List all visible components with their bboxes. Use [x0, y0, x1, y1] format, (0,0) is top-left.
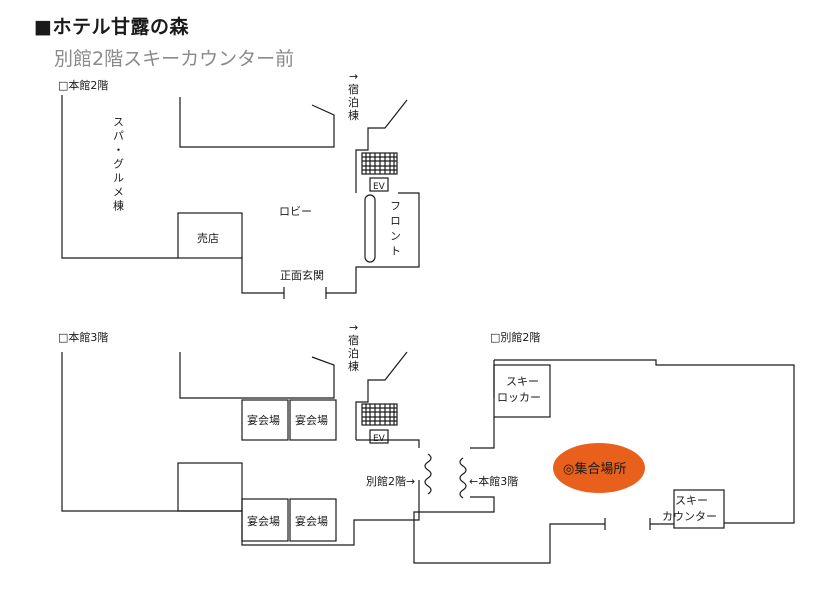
main2-floor-label: □本館2階 [58, 78, 108, 92]
ski-counter-label: スキー [675, 494, 708, 507]
banquet-hall-label: 宴会場 [247, 413, 280, 427]
main3-floor-label: □本館3階 [58, 330, 108, 344]
elevator-label-3f: EV [373, 434, 386, 444]
shop-label: 売店 [197, 231, 219, 245]
annex2-walls [413, 359, 795, 564]
main3-walls [61, 351, 432, 546]
to-annex-label: 別館2階→ [366, 474, 415, 488]
page-subtitle: 別館2階スキーカウンター前 [54, 48, 295, 70]
to-lodging-label: ↑宿泊棟 [347, 72, 360, 122]
ski-counter-label: カウンター [662, 510, 717, 523]
ski-locker-label: スキー [506, 375, 539, 388]
to-main-label: ←本館3階 [469, 474, 518, 488]
ski-locker-label: ロッカー [497, 391, 541, 404]
to-lodging-label-3f: ↑宿泊棟 [347, 323, 360, 373]
meeting-point-label: ◎集合場所 [563, 461, 626, 477]
page-title: ■ホテル甘露の森 [34, 16, 189, 38]
lobby-label: ロビー [279, 205, 312, 218]
banquet-hall-label: 宴会場 [295, 413, 328, 427]
main-entrance-label: 正面玄関 [280, 268, 324, 282]
spa-gourmet-label: スパ・グルメ棟 [112, 116, 125, 214]
main2-walls [61, 95, 420, 299]
banquet-hall-label: 宴会場 [247, 514, 280, 528]
front-desk-label: フロント [389, 200, 402, 260]
banquet-hall-label: 宴会場 [295, 514, 328, 528]
meeting-point-marker [553, 443, 645, 493]
annex2-floor-label: □別館2階 [490, 330, 540, 344]
elevator-label: EV [373, 182, 386, 192]
